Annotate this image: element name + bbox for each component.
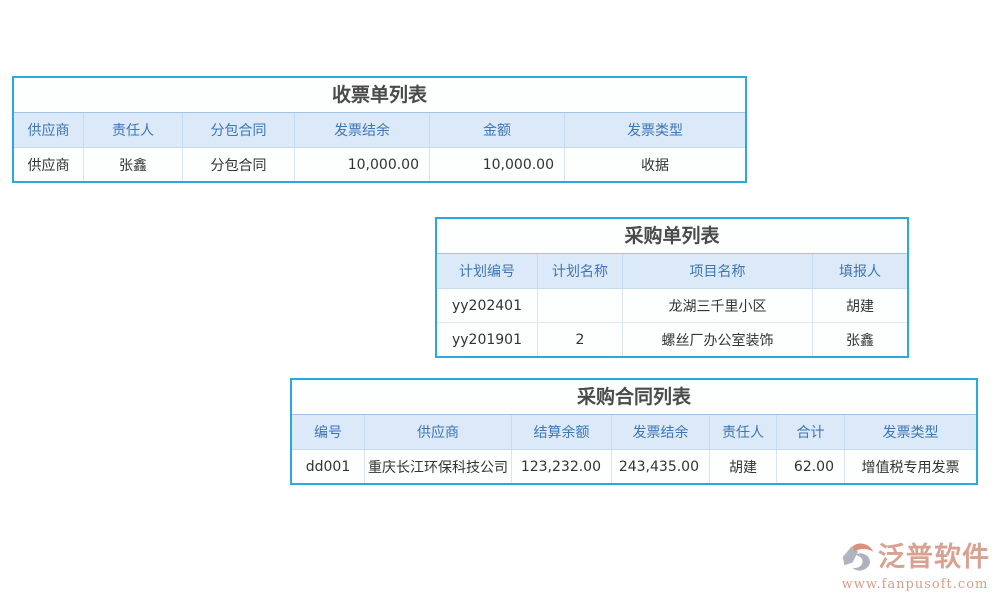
cell-settlement-balance: 123,232.00 bbox=[512, 450, 612, 483]
brand-url: www.fanpusoft.com bbox=[841, 577, 989, 592]
cell-plan-no: yy202401 bbox=[437, 289, 538, 322]
table-row[interactable]: yy201901 2 螺丝厂办公室装饰 张鑫 bbox=[437, 322, 907, 356]
purchase-contract-list-table: 采购合同列表 编号 供应商 结算余额 发票结余 责任人 合计 发票类型 dd00… bbox=[290, 378, 978, 485]
header-cell-invoice-balance: 发票结余 bbox=[612, 415, 710, 449]
purchase-order-list-table: 采购单列表 计划编号 计划名称 项目名称 填报人 yy202401 龙湖三千里小… bbox=[435, 217, 909, 358]
header-cell-amount: 金额 bbox=[430, 113, 565, 147]
header-cell-subcontract: 分包合同 bbox=[183, 113, 295, 147]
header-cell-number: 编号 bbox=[292, 415, 365, 449]
cell-project-name: 龙湖三千里小区 bbox=[623, 289, 813, 322]
header-cell-responsible: 责任人 bbox=[84, 113, 183, 147]
purchase-header-row: 计划编号 计划名称 项目名称 填报人 bbox=[437, 254, 907, 289]
brand-text: 泛普软件 bbox=[878, 542, 990, 573]
cell-subcontract: 分包合同 bbox=[183, 148, 295, 181]
header-cell-supplier: 供应商 bbox=[14, 113, 84, 147]
cell-number: dd001 bbox=[292, 450, 365, 483]
cell-invoice-type: 收据 bbox=[641, 157, 669, 174]
cell-invoice-type: 增值税专用发票 bbox=[861, 459, 960, 476]
watermark: 泛普软件 www.fanpusoft.com bbox=[840, 540, 990, 593]
contract-table-title: 采购合同列表 bbox=[292, 380, 976, 415]
header-cell-invoice-type: 发票类型 bbox=[882, 425, 939, 441]
cell-responsible: 胡建 bbox=[710, 450, 777, 483]
header-cell-supplier: 供应商 bbox=[365, 415, 512, 449]
cell-plan-name bbox=[538, 289, 623, 322]
cell-amount: 10,000.00 bbox=[430, 148, 565, 181]
header-cell-project-name: 项目名称 bbox=[623, 254, 813, 288]
cell-supplier: 重庆长江环保科技公司 bbox=[365, 450, 512, 483]
purchase-table-title: 采购单列表 bbox=[437, 219, 907, 254]
header-cell-total: 合计 bbox=[777, 415, 845, 449]
cell-project-name: 螺丝厂办公室装饰 bbox=[623, 323, 813, 356]
receipt-list-table: 收票单列表 供应商 责任人 分包合同 发票结余 金额 发票类型 供应商 张鑫 分… bbox=[12, 76, 747, 183]
header-cell-invoice-type: 发票类型 bbox=[627, 123, 683, 139]
cell-total: 62.00 bbox=[777, 450, 845, 483]
header-cell-plan-no: 计划编号 bbox=[437, 254, 538, 288]
receipt-header-row: 供应商 责任人 分包合同 发票结余 金额 发票类型 bbox=[14, 113, 745, 148]
table-row[interactable]: 供应商 张鑫 分包合同 10,000.00 10,000.00 收据 bbox=[14, 148, 745, 181]
contract-header-row: 编号 供应商 结算余额 发票结余 责任人 合计 发票类型 bbox=[292, 415, 976, 450]
cell-invoice-balance: 243,435.00 bbox=[612, 450, 710, 483]
cell-plan-name: 2 bbox=[538, 323, 623, 356]
cell-plan-no: yy201901 bbox=[437, 323, 538, 356]
cell-responsible: 张鑫 bbox=[84, 148, 183, 181]
header-cell-invoice-balance: 发票结余 bbox=[295, 113, 430, 147]
cell-invoice-balance: 10,000.00 bbox=[295, 148, 430, 181]
fanpu-logo-icon bbox=[840, 540, 876, 576]
header-cell-responsible: 责任人 bbox=[710, 415, 777, 449]
header-cell-plan-name: 计划名称 bbox=[538, 254, 623, 288]
cell-supplier: 供应商 bbox=[14, 148, 84, 181]
header-cell-settlement-balance: 结算余额 bbox=[512, 415, 612, 449]
table-row[interactable]: dd001 重庆长江环保科技公司 123,232.00 243,435.00 胡… bbox=[292, 450, 976, 483]
table-row[interactable]: yy202401 龙湖三千里小区 胡建 bbox=[437, 289, 907, 322]
header-cell-filler: 填报人 bbox=[839, 264, 881, 280]
cell-filler: 胡建 bbox=[846, 298, 874, 315]
cell-filler: 张鑫 bbox=[846, 332, 874, 349]
receipt-table-title: 收票单列表 bbox=[14, 78, 745, 113]
